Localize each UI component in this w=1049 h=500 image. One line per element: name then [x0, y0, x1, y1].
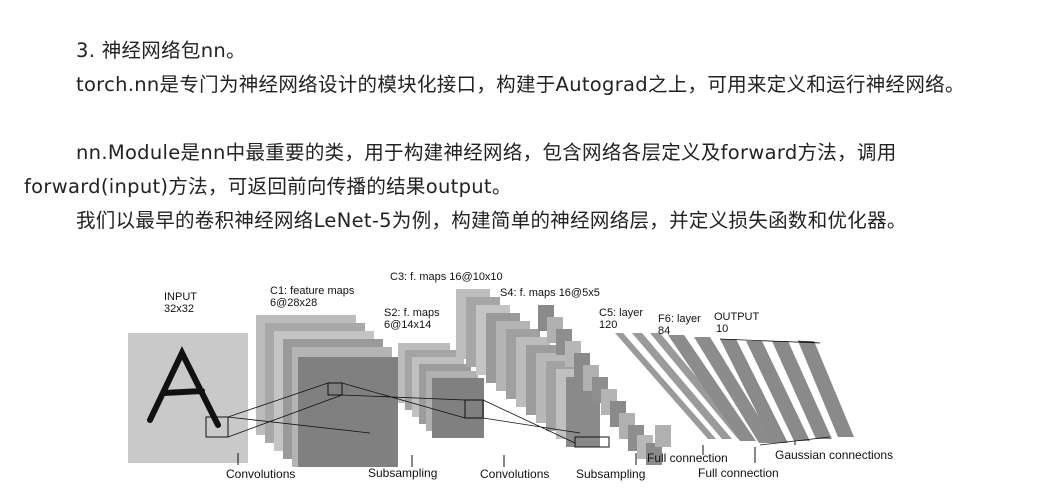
- lenet5-architecture-figure: INPUT 32x32 C1: feature maps 6@28x28 C3:…: [120, 265, 920, 500]
- subsampling-label-1: Subsampling: [368, 466, 438, 480]
- full-connection-label-1: Full connection: [647, 451, 728, 465]
- f6-size-label: 84: [658, 325, 671, 337]
- c1-label: C1: feature maps: [270, 285, 355, 297]
- input-letter-a: [147, 346, 221, 428]
- c5-label: C5: layer: [599, 307, 644, 319]
- paragraph-torch-nn: torch.nn是专门为神经网络设计的模块化接口，构建于Autograd之上，可…: [76, 73, 965, 96]
- c3-feature-maps: [456, 289, 600, 447]
- sub1-projection: [341, 382, 466, 419]
- input-size-label: 32x32: [164, 303, 194, 315]
- input-label: INPUT: [164, 291, 197, 303]
- s4-receptive-field: [574, 436, 610, 448]
- conv2-projection: [482, 399, 581, 444]
- subsampling-label-2: Subsampling: [576, 467, 646, 481]
- c5-size-label: 120: [599, 319, 618, 331]
- output-layer-bands: [720, 339, 854, 443]
- c1-size-label: 6@28x28: [270, 297, 318, 309]
- f6-layer-bands: [668, 335, 775, 443]
- s2-size-label: 6@14x14: [384, 319, 432, 331]
- convolutions-label-1: Convolutions: [226, 467, 296, 481]
- s2-receptive-field: [464, 399, 484, 419]
- s2-label: S2: f. maps: [384, 307, 440, 319]
- operation-ticks: [237, 441, 796, 467]
- section-heading: 3. 神经网络包nn。: [76, 39, 246, 62]
- gaussian-connections-label: Gaussian connections: [775, 448, 894, 462]
- convolutions-label-2: Convolutions: [480, 467, 550, 481]
- full-connection-label-2: Full connection: [698, 466, 779, 480]
- s2-feature-maps: [398, 343, 484, 438]
- input-receptive-field: [205, 416, 229, 438]
- output-label: OUTPUT: [714, 311, 760, 323]
- conv1-projection: [227, 382, 371, 438]
- s4-label: S4: f. maps 16@5x5: [500, 287, 600, 299]
- lenet5-diagram-graphics: [128, 289, 854, 467]
- c3-label: C3: f. maps 16@10x10: [390, 271, 503, 283]
- c1-receptive-field: [327, 382, 343, 396]
- paragraph-lenet: 我们以最早的卷积神经网络LeNet-5为例，构建简单的神经网络层，并定义损失函数…: [76, 209, 907, 232]
- output-size-label: 10: [716, 323, 729, 335]
- c1-feature-maps: [256, 315, 398, 467]
- s4-feature-maps: [538, 305, 671, 465]
- input-image: [128, 333, 248, 463]
- paragraph-nn-module: nn.Module是nn中最重要的类，用于构建神经网络，包含网络各层定义及for…: [24, 141, 897, 198]
- f6-label: F6: layer: [658, 313, 701, 325]
